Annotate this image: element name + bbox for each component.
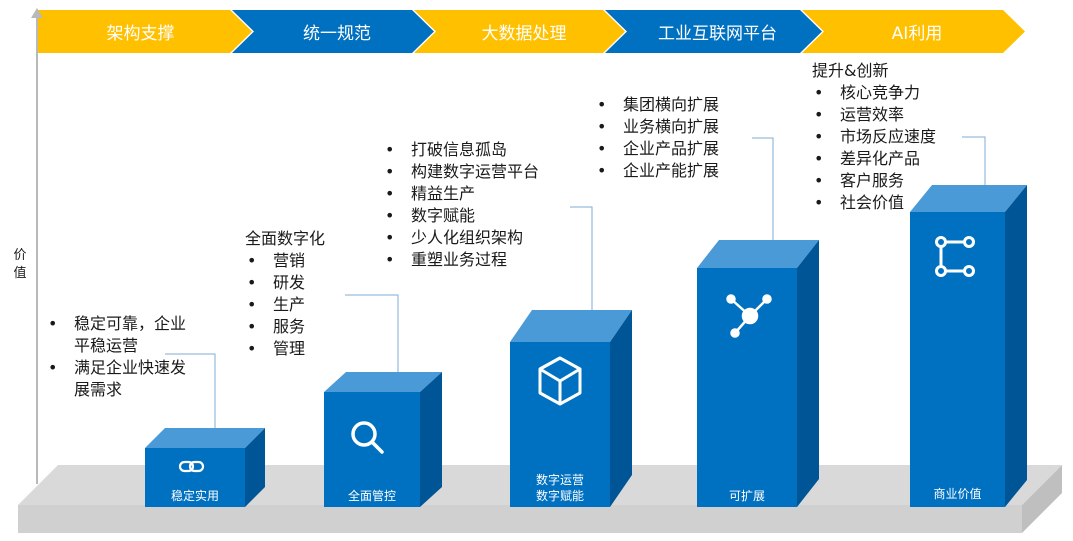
stage-5-item: 运营效率 [812,104,982,126]
banner-label-2: 统一规范 [303,24,371,44]
stage-5-item: 核心竞争力 [812,82,982,104]
bar-5-side [1005,185,1027,507]
y-axis-arrow [31,8,43,18]
bar-1-side [245,428,265,507]
stage-3-item: 重塑业务过程 [383,249,583,271]
bar-4 [697,240,819,507]
network-icon [726,294,772,338]
bar-3-side [610,310,632,507]
bar-3-label-line1: 数字运营 [535,473,584,487]
stage-5-heading: 提升&创新 [812,61,889,80]
stage-5-item: 市场反应速度 [812,126,982,148]
y-axis-label: 价值 [13,248,27,281]
chevron-1-shape [38,10,252,53]
link-icon [178,460,205,473]
stage-5-notes: 提升&创新 核心竞争力 运营效率 市场反应速度 差异化产品 客户服务 社会价值 [812,60,982,214]
stage-4-item: 集团横向扩展 [595,94,765,116]
stage-3-notes: 打破信息孤岛 构建数字运营平台 精益生产 数字赋能 少人化组织架构 重塑业务过程 [383,139,583,271]
stage-4-item: 企业产品扩展 [595,138,765,160]
stage-3-item: 少人化组织架构 [383,227,583,249]
bar-1-front [145,448,245,507]
stage-3-item: 数字赋能 [383,205,583,227]
platform-front [18,505,1022,533]
banner-label-4: 工业互联网平台 [658,24,777,44]
bar-4-front [697,268,797,507]
stage-1-item: 满足企业快速发展需求 [46,357,196,401]
stage-2-item: 生产 [245,294,375,316]
stage-5-item: 客户服务 [812,170,982,192]
bar-3-top [510,310,632,342]
stage-1-notes: 稳定可靠，企业平稳运营 满足企业快速发展需求 [46,313,196,401]
flow-icon [935,236,975,277]
bar-5-label: 商业价值 [933,487,982,501]
stage-2-notes: 全面数字化 营销 研发 生产 服务 管理 [245,228,375,360]
stage-2-item: 研发 [245,272,375,294]
stage-3-item: 精益生产 [383,183,583,205]
banner-label-1: 架构支撑 [106,24,175,44]
banner-label-3: 大数据处理 [481,24,567,44]
bar-2-label: 全面管控 [347,489,396,503]
bar-5-front [910,212,1005,507]
bar-4-label: 可扩展 [728,489,765,503]
platform-side [1022,465,1062,533]
stage-4-notes: 集团横向扩展 业务横向扩展 企业产品扩展 企业产能扩展 [595,94,765,182]
stage-4-item: 企业产能扩展 [595,160,765,182]
stage-3-item: 打破信息孤岛 [383,139,583,161]
chevron-5-shape [802,10,1025,53]
chevron-2-shape [232,10,434,53]
search-icon [351,421,384,454]
chevron-4-shape [605,10,822,53]
banner-chevrons [38,10,1025,53]
bar-2-front [324,392,420,507]
banner-label-5: AI利用 [891,24,943,44]
stage-1-item: 稳定可靠，企业平稳运营 [46,313,196,357]
bar-4-top [697,240,819,268]
chevron-3-shape [414,10,625,53]
stage-2-item: 服务 [245,316,375,338]
bar-2-top [324,372,442,392]
y-axis [36,14,38,484]
stage-3-item: 构建数字运营平台 [383,161,583,183]
bar-1-top [145,428,265,448]
bar-1-label: 稳定实用 [170,489,219,503]
stage-4-item: 业务横向扩展 [595,116,765,138]
bar-3 [510,310,632,507]
stage-5-item: 社会价值 [812,192,982,214]
bar-1 [145,428,265,507]
bar-2-side [420,372,442,507]
bar-3-front [510,342,610,507]
stage-2-item: 营销 [245,250,375,272]
bar-3-label-line2: 数字赋能 [535,489,584,503]
bar-2 [324,372,442,507]
stage-5-item: 差异化产品 [812,148,982,170]
stage-2-heading: 全面数字化 [245,229,326,248]
stage-2-item: 管理 [245,338,375,360]
bar-4-side [797,240,819,507]
bar-5 [910,185,1027,507]
cube-icon [538,356,582,406]
